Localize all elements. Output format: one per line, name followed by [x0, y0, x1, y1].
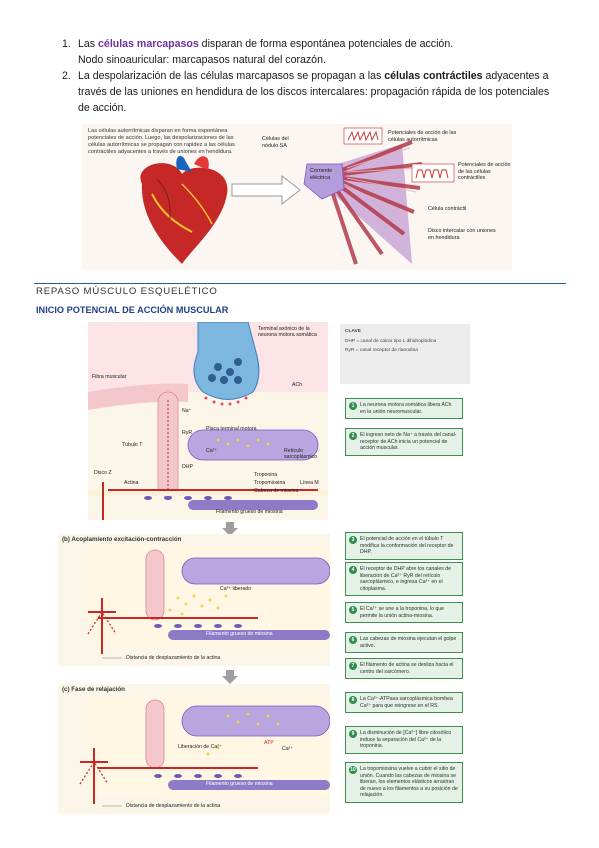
label-liberacion: Liberación de Ca²⁺	[178, 744, 222, 750]
note-number: 3	[349, 536, 357, 544]
label-current: Corriente eléctrica	[310, 168, 333, 181]
note-number: 1	[349, 402, 357, 410]
panel-b-title: (b) Acoplamiento excitación-contracción	[62, 536, 182, 543]
label-atp: ATP	[264, 740, 274, 746]
ap-contractile-trace	[415, 169, 449, 179]
note-text: La tropomiosina vuelve a cubrir el sitio…	[360, 766, 458, 799]
ap-autorrhythmic-trace	[347, 130, 379, 142]
label-distancia-b: Distancia de desplazamiento de la actina	[126, 655, 221, 661]
heart-figure-caption: Las células autorrítmicas disparan en fo…	[88, 128, 235, 155]
label-troponina: Troponina	[254, 472, 278, 478]
section-subtitle: INICIO POTENCIAL DE ACCIÓN MUSCULAR	[36, 305, 229, 315]
note-text: El Ca²⁺ se une a la troponina, lo que pe…	[360, 606, 445, 619]
label-na: Na⁺	[182, 408, 192, 414]
list-number: 1.	[62, 38, 71, 50]
heart-figure: Las células autorrítmicas disparan en fo…	[82, 124, 512, 270]
key-dhp: DHP = canal de calcio tipo L dihidropiri…	[345, 338, 437, 344]
panel-b-art	[87, 546, 330, 659]
down-arrow-icon	[222, 670, 238, 684]
label-placa: Placa terminal motora	[206, 426, 257, 432]
label-linea-m: Línea M	[300, 480, 319, 486]
item2-text-pre: La despolarización de las células marcap…	[78, 70, 385, 82]
list-item: 1. Las células marcapasos disparan de fo…	[62, 36, 562, 68]
note-number: 2	[349, 432, 357, 440]
list-item: 2. La despolarización de las células mar…	[62, 68, 562, 116]
label-terminal: Terminal axónico de la neurona motora so…	[258, 326, 317, 338]
item1-line2: Nodo sinoauricular: marcapasos natural d…	[78, 54, 326, 66]
note-text: La neurona motora somática libera ACh en…	[360, 402, 452, 415]
contractile-cells	[303, 140, 423, 265]
heart-illustration	[140, 155, 228, 264]
heart-figure-art	[140, 127, 455, 265]
note-text: El potencial de acción en el túbulo T mo…	[360, 536, 454, 556]
item2-bold: células contráctiles	[384, 70, 483, 82]
note-text: El ingreso neto de Na⁺ a través del cana…	[360, 432, 457, 452]
panel-a-art	[88, 322, 328, 520]
label-contractile: Célula contráctil	[428, 206, 467, 212]
label-ca-c: Ca²⁺	[282, 746, 294, 752]
note-text: El filamento de actina se desliza hacia …	[360, 662, 454, 675]
panel-c: (c) Fase de relajación Liberación de Ca²…	[58, 684, 330, 814]
arrow-icon	[231, 174, 301, 206]
down-arrow-icon	[222, 522, 238, 536]
label-cabeza: Cabeza de miosina	[254, 488, 299, 494]
label-ryr: RyR	[182, 430, 193, 436]
section-divider	[34, 283, 566, 284]
label-ap-auto: Potenciales de acción de las células aut…	[388, 130, 457, 143]
section-title: REPASO MÚSCULO ESQUELÉTICO	[36, 286, 218, 297]
label-distancia-c: Distancia de desplazamiento de la actina	[126, 803, 221, 809]
label-discoz: Disco Z	[94, 470, 112, 476]
label-filamento: Filamento grueso de miosina	[216, 509, 283, 515]
note-text: El receptor de DHP abre los canales de l…	[360, 566, 452, 592]
key-ryr: RyR = canal receptor de rianodina	[345, 348, 418, 353]
label-actina: Actina	[124, 480, 139, 486]
panel-b: (b) Acoplamiento excitación-contracción …	[58, 534, 330, 666]
item2-text-post: adyacentes a través de las uniones en he…	[78, 70, 550, 114]
item1-highlight: células marcapasos	[98, 38, 199, 50]
list-number: 2.	[62, 70, 71, 82]
note-number: 7	[349, 662, 357, 670]
panel-c-art	[79, 696, 330, 807]
intro-list: 1. Las células marcapasos disparan de fo…	[62, 36, 562, 116]
label-tropomiosina: Tropomiosina	[254, 480, 286, 486]
label-sa-cells: Células del nódulo SA	[262, 136, 289, 149]
note-number: 10	[349, 766, 357, 774]
label-ach: ACh	[292, 382, 303, 388]
note-number: 6	[349, 636, 357, 644]
label-dhp: DHP	[182, 464, 193, 470]
key-box: CLAVE DHP = canal de calcio tipo L dihid…	[340, 324, 470, 384]
note-text: La Ca²⁺-ATPasa sarcoplásmica bombea Ca²⁺…	[360, 696, 453, 709]
label-ca: Ca²⁺	[206, 448, 218, 454]
panel-a: Terminal axónico de la neurona motora so…	[88, 322, 328, 520]
label-tubulo: Túbulo T	[122, 442, 143, 448]
label-fibra: Fibra muscular	[92, 374, 127, 380]
label-reticulo: Retículo sarcoplásmico	[284, 448, 318, 460]
key-heading: CLAVE	[345, 329, 361, 334]
item1-text-post: disparan de forma espontánea potenciales…	[198, 38, 454, 50]
note-text: La disminución de [Ca²⁺] libre citosólic…	[360, 730, 452, 750]
item1-text-pre: Las	[78, 38, 99, 50]
label-disc: Disco intercalar con uniones en hendidur…	[428, 228, 496, 241]
note-number: 4	[349, 566, 357, 574]
label-ap-contract: Potenciales de acción de las células con…	[458, 162, 511, 181]
label-filamento-b: Filamento grueso de miosina	[206, 631, 273, 637]
note-text: Las cabezas de miosina ejecutan el golpe…	[360, 636, 457, 649]
label-filamento-c: Filamento grueso de miosina	[206, 781, 273, 787]
note-number: 5	[349, 606, 357, 614]
panel-c-title: (c) Fase de relajación	[62, 686, 125, 693]
note-number: 8	[349, 696, 357, 704]
label-ca-liberado: Ca²⁺ liberado	[220, 586, 251, 592]
note-number: 9	[349, 730, 357, 738]
